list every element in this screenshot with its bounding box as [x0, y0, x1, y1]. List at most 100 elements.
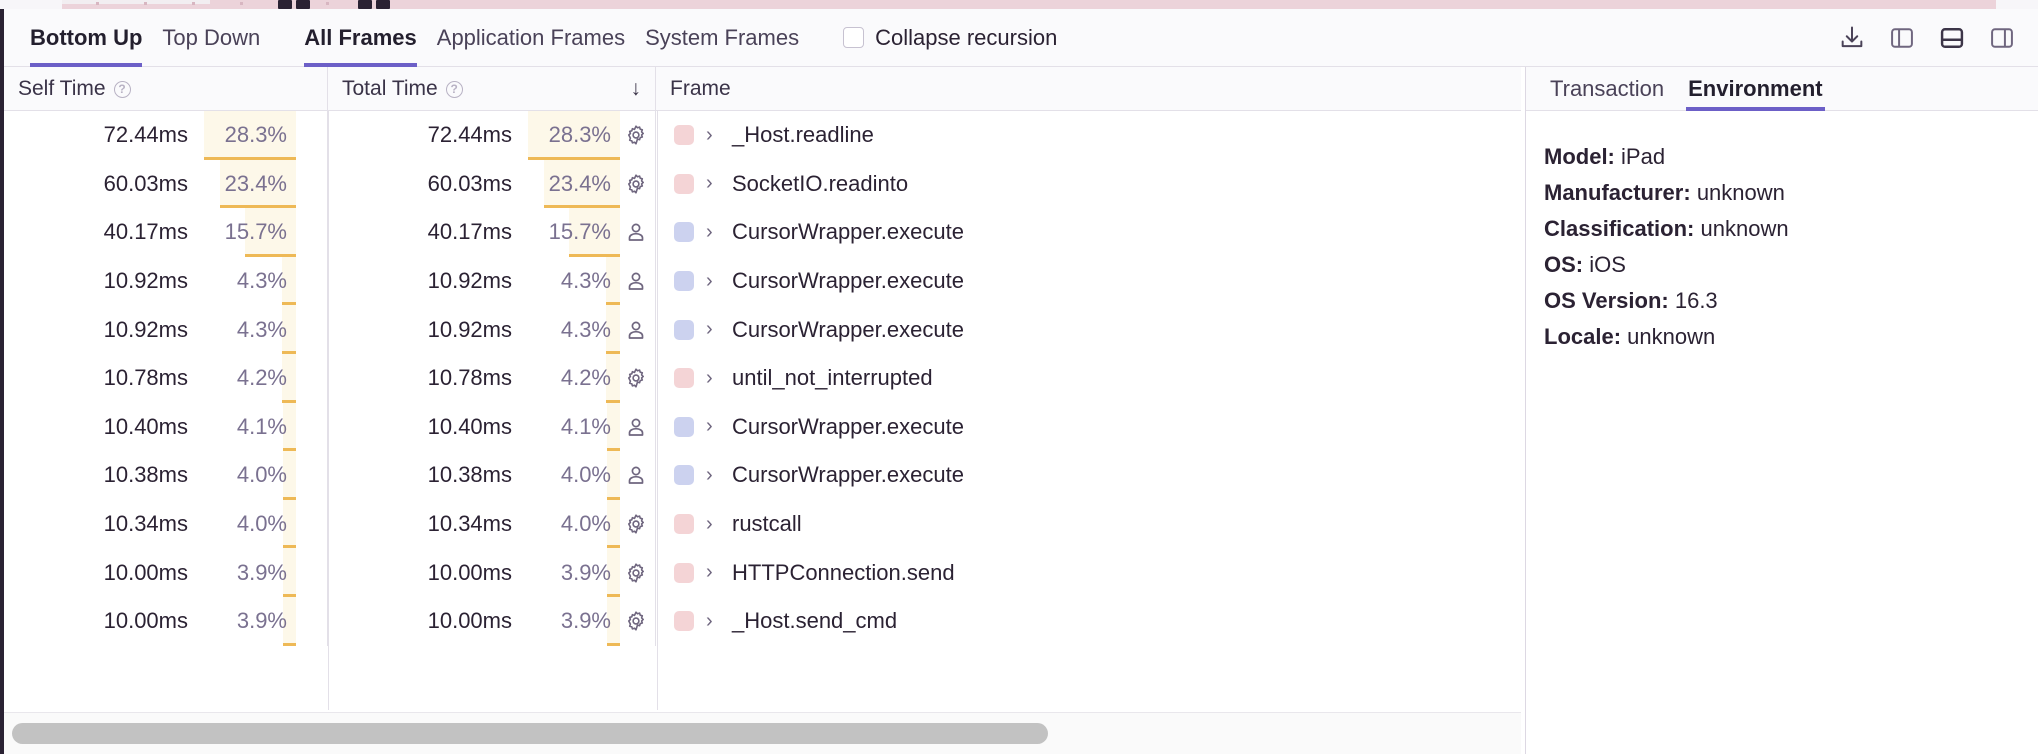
total-time-percent-bar-container: 15.7%	[528, 208, 620, 257]
self-time-percent-bar-fill	[282, 305, 296, 354]
person-icon[interactable]	[620, 318, 652, 342]
frame-color-swatch	[674, 222, 694, 243]
collapse-recursion-toggle[interactable]: Collapse recursion	[843, 25, 1057, 51]
frame-name: _Host.readline	[732, 122, 874, 148]
self-time-percent-bar-container: 3.9%	[204, 548, 296, 597]
column-separator-self	[328, 111, 329, 710]
person-icon[interactable]	[620, 463, 652, 487]
horizontal-scrollbar[interactable]	[4, 712, 1521, 754]
person-icon[interactable]	[620, 220, 652, 244]
tab-transaction[interactable]: Transaction	[1542, 67, 1672, 111]
total-time-percent-bar-fill	[606, 353, 620, 403]
tab-all-frames[interactable]: All Frames	[294, 9, 427, 67]
bottom-panel-icon[interactable]	[1938, 24, 1966, 52]
chevron-right-icon[interactable]: ›	[706, 123, 713, 146]
flamegraph-strip[interactable]	[0, 0, 2038, 9]
chevron-right-icon[interactable]: ›	[706, 220, 713, 243]
self-time-percent-bar-container: 4.3%	[204, 305, 296, 354]
right-panel-icon[interactable]	[1988, 24, 2016, 52]
chevron-right-icon[interactable]: ›	[706, 415, 713, 438]
chevron-right-icon[interactable]: ›	[706, 512, 713, 535]
chevron-right-icon[interactable]: ›	[706, 318, 713, 341]
frame-name: CursorWrapper.execute	[732, 413, 964, 439]
gear-icon[interactable]	[620, 123, 652, 147]
self-time-percent-bar-indicator	[220, 205, 296, 209]
frame-color-swatch	[674, 125, 694, 146]
flamegraph-strip-marker	[96, 2, 99, 5]
chevron-right-icon[interactable]: ›	[706, 366, 713, 389]
horizontal-scrollbar-thumb[interactable]	[12, 723, 1048, 744]
self-time-value: 10.38ms	[103, 462, 188, 488]
gear-icon[interactable]	[620, 512, 652, 536]
chevron-right-icon[interactable]: ›	[706, 561, 713, 584]
gear-icon[interactable]	[620, 172, 652, 196]
tab-system-frames-label: System Frames	[645, 24, 800, 50]
gear-icon[interactable]	[620, 609, 652, 633]
help-icon[interactable]: ?	[445, 80, 463, 98]
self-time-value: 40.17ms	[103, 219, 188, 245]
total-time-percent-bar-indicator	[528, 156, 620, 160]
flamegraph-strip-marker	[144, 2, 147, 5]
frame-color-swatch	[674, 173, 694, 194]
help-icon[interactable]: ?	[113, 80, 131, 98]
gear-icon[interactable]	[620, 366, 652, 390]
self-time-percent-bar-indicator	[283, 448, 296, 452]
flamegraph-strip-block	[376, 0, 390, 9]
chevron-right-icon[interactable]: ›	[706, 609, 713, 632]
download-icon[interactable]	[1838, 24, 1866, 52]
self-time-percent-bar-fill	[220, 159, 296, 209]
collapse-recursion-checkbox[interactable]	[843, 27, 865, 48]
self-time-percent-value: 23.4%	[224, 170, 287, 196]
total-time-percent-bar-indicator	[606, 302, 620, 306]
tab-environment[interactable]: Environment	[1680, 67, 1830, 111]
left-panel-icon[interactable]	[1888, 24, 1916, 52]
cell-frame: ›rustcall	[656, 500, 1521, 549]
column-header-frame[interactable]: Frame	[656, 67, 1521, 111]
self-time-percent-bar-fill	[283, 499, 296, 549]
details-panel-tabs: Transaction Environment	[1526, 67, 2038, 111]
chevron-right-icon[interactable]: ›	[706, 172, 713, 195]
person-icon[interactable]	[620, 269, 652, 293]
environment-key: Model:	[1544, 144, 1615, 169]
total-time-value: 40.17ms	[427, 219, 512, 245]
total-time-value: 10.34ms	[427, 511, 512, 537]
chevron-right-icon[interactable]: ›	[706, 463, 713, 486]
cell-frame: ›CursorWrapper.execute	[656, 208, 1521, 257]
environment-key: OS:	[1544, 252, 1584, 277]
total-time-value: 60.03ms	[427, 170, 512, 196]
cell-frame: ›CursorWrapper.execute	[656, 305, 1521, 354]
total-time-value: 10.92ms	[427, 316, 512, 342]
gear-icon[interactable]	[620, 561, 652, 585]
self-time-percent-bar-fill	[283, 451, 296, 500]
tab-bottom-up[interactable]: Bottom Up	[20, 9, 152, 67]
total-time-percent-bar-fill	[607, 499, 620, 549]
chevron-right-icon[interactable]: ›	[706, 269, 713, 292]
frame-name: CursorWrapper.execute	[732, 268, 964, 294]
tab-application-frames[interactable]: Application Frames	[427, 9, 635, 67]
self-time-value: 10.00ms	[103, 559, 188, 585]
tab-top-down[interactable]: Top Down	[152, 9, 270, 67]
frame-name: _Host.send_cmd	[732, 608, 898, 634]
column-header-total-time[interactable]: Total Time ? ↓	[328, 67, 656, 111]
person-icon[interactable]	[620, 415, 652, 439]
column-header-self-time[interactable]: Self Time ?	[4, 67, 328, 111]
sort-descending-icon[interactable]: ↓	[630, 77, 642, 100]
tab-system-frames[interactable]: System Frames	[635, 9, 809, 67]
